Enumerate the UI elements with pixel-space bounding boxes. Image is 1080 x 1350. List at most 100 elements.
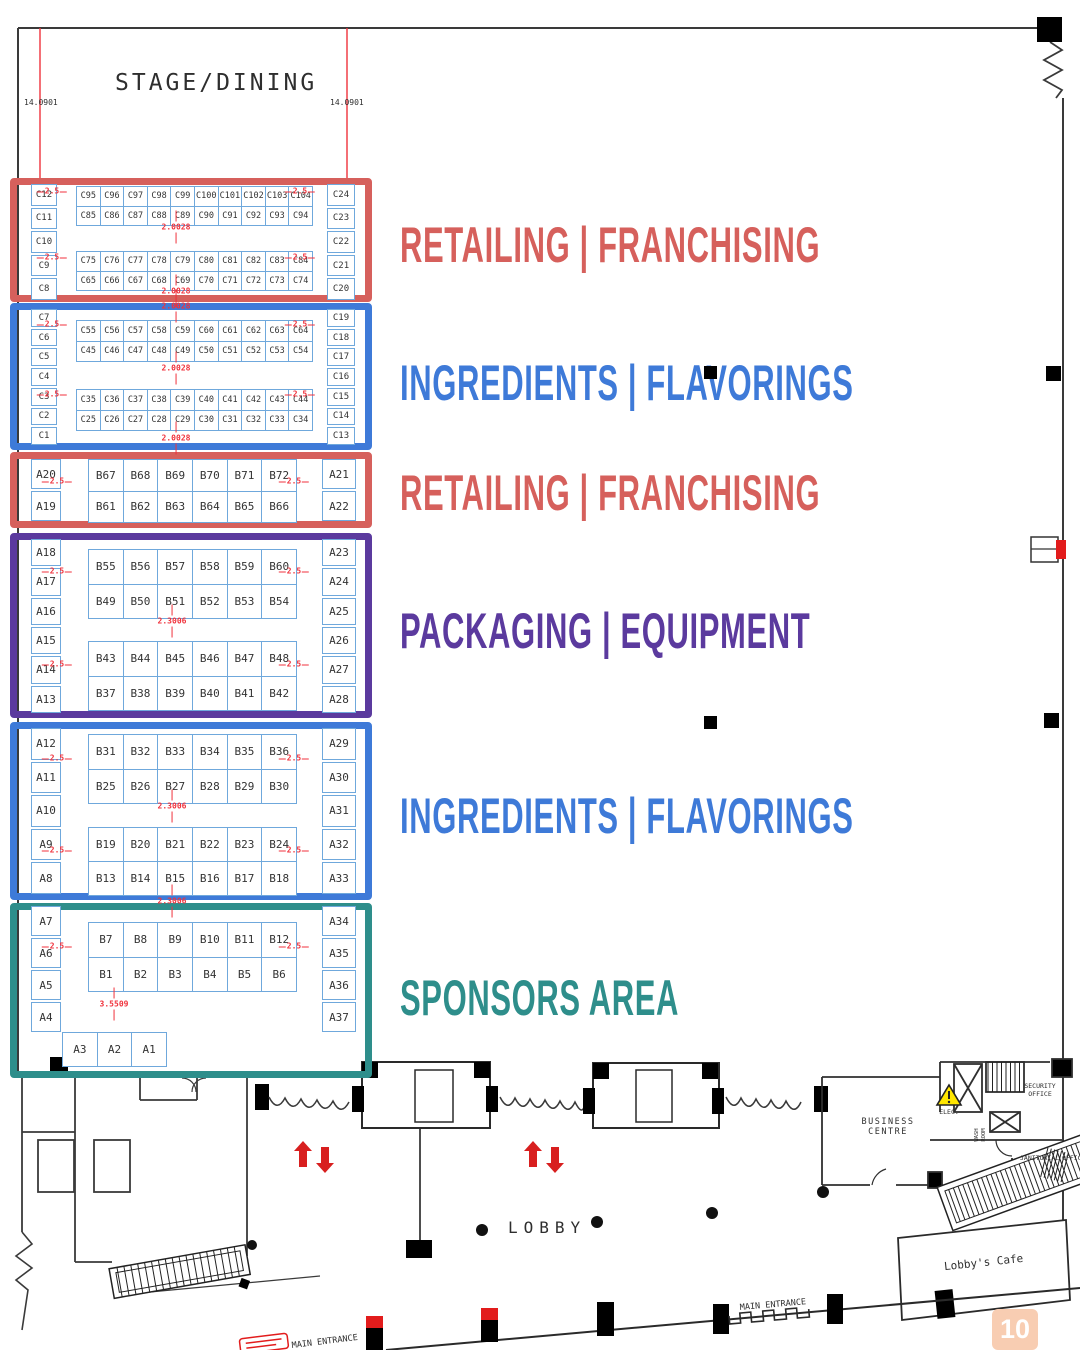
- down-arrow-icon: [546, 1147, 564, 1173]
- booth-C34: C34: [289, 410, 312, 430]
- folding-door: [268, 1096, 350, 1110]
- down-arrow-icon: [316, 1147, 334, 1173]
- booth-C71: C71: [218, 271, 242, 290]
- booth-B68: B68: [123, 460, 158, 491]
- booth-C70: C70: [195, 271, 218, 290]
- booth-C15: C15: [327, 387, 355, 406]
- booth-B23: B23: [227, 828, 262, 861]
- dimension-label: 2.5: [284, 319, 316, 329]
- booth-B31: B31: [89, 735, 123, 769]
- booth-C3: C3: [31, 387, 57, 406]
- booth-A2: A2: [97, 1033, 132, 1066]
- booth-B47: B47: [227, 642, 262, 676]
- booth-C91: C91: [218, 206, 242, 225]
- booth-A6: A6: [31, 938, 61, 968]
- booth-C88: C88: [147, 206, 171, 225]
- booth-A9: A9: [31, 828, 61, 861]
- booth-A14: A14: [31, 656, 61, 684]
- booth-B32: B32: [123, 735, 158, 769]
- booth-C51: C51: [218, 341, 242, 361]
- booth-B3: B3: [158, 957, 192, 991]
- booth-B33: B33: [158, 735, 192, 769]
- booth-B51: B51: [158, 584, 192, 618]
- booth-B54: B54: [262, 584, 296, 618]
- section-outline-ingredients-flavorings-2: [10, 722, 372, 900]
- booth-C48: C48: [147, 341, 171, 361]
- dimension-label: 2.5: [36, 252, 68, 262]
- booth-B43: B43: [89, 642, 123, 676]
- booth-C75: C75: [77, 252, 100, 271]
- booth-B17: B17: [227, 862, 262, 895]
- booth-B72: B72: [262, 460, 296, 491]
- booth-C100: C100: [195, 187, 218, 206]
- dimension-label: 2.5: [278, 566, 310, 576]
- section-outline-retailing-franchising-1: [10, 178, 372, 302]
- booth-B10: B10: [193, 923, 227, 957]
- booth-B69: B69: [158, 460, 192, 491]
- booth-C6: C6: [31, 328, 57, 347]
- booth-B63: B63: [158, 491, 192, 522]
- booth-B38: B38: [123, 676, 158, 710]
- dimension-label: 2.5: [36, 186, 68, 196]
- booth-C25: C25: [77, 410, 100, 430]
- booth-B21: B21: [158, 828, 192, 861]
- booth-B20: B20: [123, 828, 158, 861]
- booth-B37: B37: [89, 676, 123, 710]
- stage-dim-right-label: 14.0901: [330, 98, 364, 107]
- booth-B45: B45: [158, 642, 192, 676]
- booth-B15: B15: [158, 862, 192, 895]
- booth-C102: C102: [242, 187, 265, 206]
- escalator-left: [108, 1243, 252, 1300]
- booth-B11: B11: [227, 923, 262, 957]
- booth-C46: C46: [100, 341, 124, 361]
- business-centre-label: CENTRE: [868, 1127, 908, 1137]
- booth-C12: C12: [31, 184, 57, 206]
- dimension-label: 2.5: [284, 252, 316, 262]
- booth-B60: B60: [262, 550, 296, 584]
- booth-A15: A15: [31, 627, 61, 655]
- booth-A16: A16: [31, 597, 61, 625]
- booth-C24: C24: [327, 184, 355, 206]
- booth-C83: C83: [265, 252, 289, 271]
- booth-B49: B49: [89, 584, 123, 618]
- booth-A34: A34: [322, 906, 356, 936]
- dimension-label: 2.5: [278, 941, 310, 951]
- booth-C76: C76: [100, 252, 124, 271]
- booth-B30: B30: [262, 769, 296, 803]
- booth-B39: B39: [158, 676, 192, 710]
- booth-A22: A22: [322, 491, 356, 521]
- booth-B34: B34: [193, 735, 227, 769]
- lobby-columns: [247, 1186, 829, 1250]
- dimension-label: 2.3006: [157, 789, 187, 823]
- booth-C58: C58: [147, 321, 171, 341]
- booth-C95: C95: [77, 187, 100, 206]
- booth-B8: B8: [123, 923, 158, 957]
- booth-C60: C60: [195, 321, 218, 341]
- booth-C49: C49: [171, 341, 194, 361]
- booth-B52: B52: [193, 584, 227, 618]
- janitorial-label: JANITORIAL: [1020, 1154, 1059, 1162]
- booth-B67: B67: [89, 460, 123, 491]
- booth-A1: A1: [132, 1033, 166, 1066]
- booth-C54: C54: [289, 341, 312, 361]
- booth-B71: B71: [227, 460, 262, 491]
- dimension-label: 2.5: [284, 389, 316, 399]
- booth-C36: C36: [100, 390, 124, 410]
- folding-door: [725, 1096, 802, 1110]
- section-heading-retailing-franchising-2: RETAILING | FRANCHISING: [400, 465, 821, 521]
- booth-C29: C29: [171, 410, 194, 430]
- up-arrow-icon: [524, 1141, 542, 1167]
- booth-C84: C84: [289, 252, 312, 271]
